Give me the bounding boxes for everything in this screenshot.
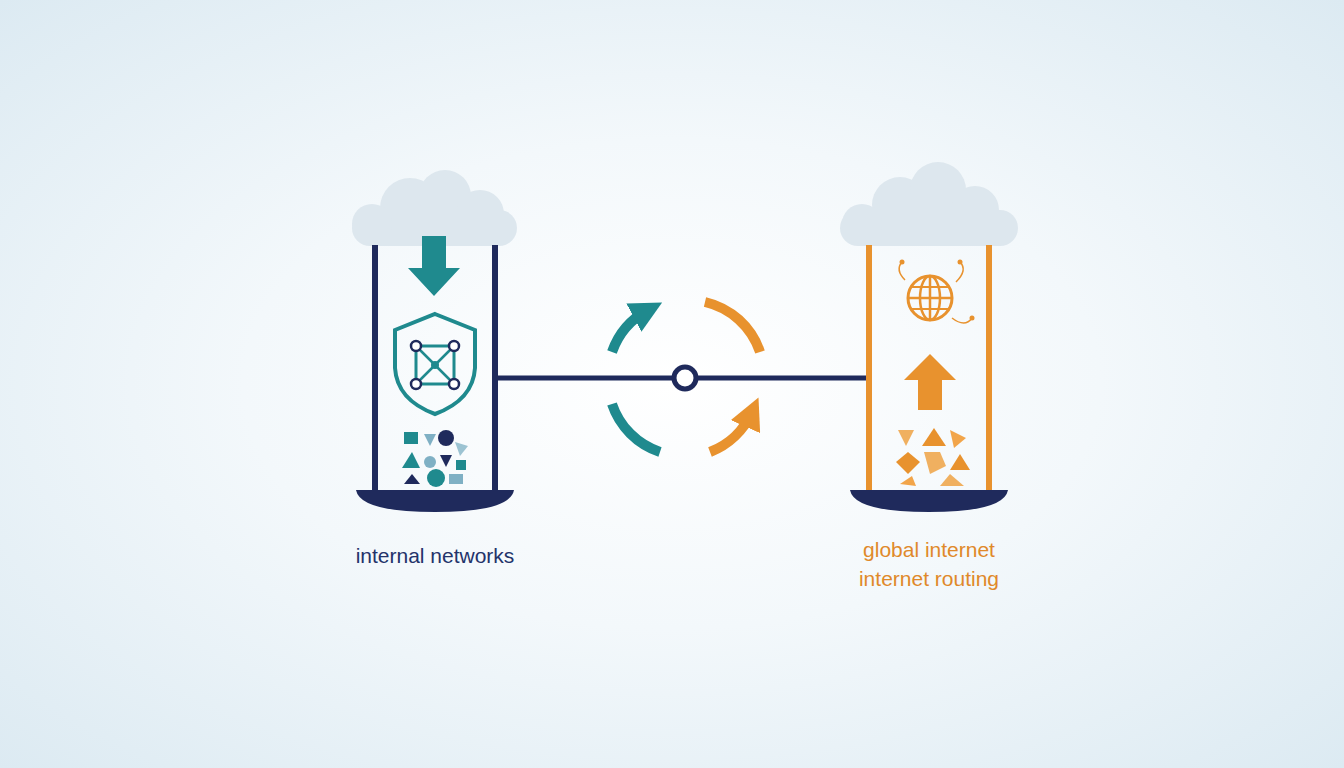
pillar-node: internal networks — [372, 245, 498, 511]
pillar-node: global internet internet routing — [866, 245, 992, 511]
hub-circle — [674, 367, 696, 389]
pillar-label: global internet internet routing — [834, 535, 1024, 593]
pillar — [356, 236, 514, 512]
cloud — [840, 162, 1018, 246]
pillar — [850, 245, 1008, 512]
pillar-label: internal networks — [305, 541, 565, 570]
cloud — [352, 170, 517, 246]
